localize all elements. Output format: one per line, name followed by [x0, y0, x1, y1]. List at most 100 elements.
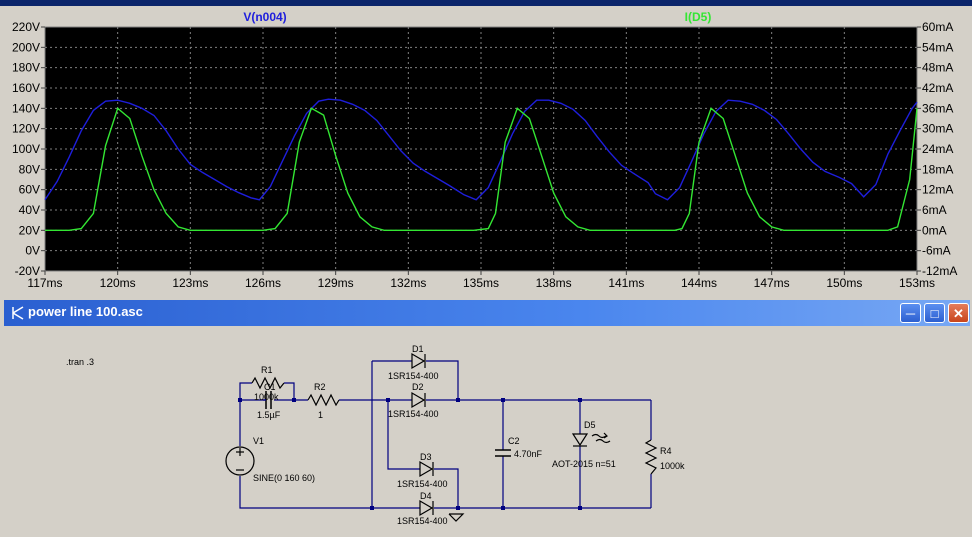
- r1-resistor[interactable]: [251, 376, 285, 390]
- close-button[interactable]: ✕: [948, 303, 969, 323]
- y2-tick-label: 36mA: [922, 101, 953, 115]
- y-tick-label: 180V: [12, 61, 40, 75]
- minimize-icon: ─: [905, 306, 916, 321]
- y2-tick-label: 6mA: [922, 203, 947, 217]
- y2-tick-label: 12mA: [922, 183, 953, 197]
- junctions: [238, 398, 582, 510]
- y-tick-label: -20V: [15, 264, 40, 278]
- wire-v1-bottom[interactable]: [239, 476, 372, 509]
- y2-tick-label: 24mA: [922, 142, 953, 156]
- r4-value[interactable]: 1000k: [660, 461, 685, 471]
- v1-value[interactable]: SINE(0 160 60): [253, 473, 315, 483]
- right-trace-label[interactable]: I(D5): [685, 10, 712, 24]
- trace-v-n004[interactable]: [44, 98, 918, 201]
- y2-tick-label: -6mA: [922, 244, 951, 258]
- wires[interactable]: [239, 360, 652, 509]
- x-tick-label: 144ms: [681, 276, 717, 290]
- y2-tick-label: -12mA: [922, 264, 957, 278]
- schematic-window[interactable]: power line 100.asc ─ □ ✕ .tran .3: [0, 298, 972, 537]
- r4-resistor[interactable]: [644, 439, 658, 475]
- wire-d1-right[interactable]: [426, 360, 459, 400]
- y2-tick-label: 18mA: [922, 162, 953, 176]
- schematic-window-title: power line 100.asc: [28, 304, 143, 319]
- y2-tick-label: 60mA: [922, 20, 953, 34]
- c2-capacitor[interactable]: [495, 449, 511, 457]
- d3-model[interactable]: 1SR154-400: [397, 479, 448, 489]
- d5-led[interactable]: [571, 432, 611, 447]
- y-tick-label: 0V: [25, 244, 40, 258]
- y-tick-label: 220V: [12, 20, 40, 34]
- r2-resistor[interactable]: [307, 393, 340, 407]
- wire-r1-left[interactable]: [239, 382, 252, 400]
- c1-name[interactable]: C1: [264, 382, 276, 392]
- y2-tick-label: 48mA: [922, 61, 953, 75]
- d3-name[interactable]: D3: [420, 452, 432, 462]
- c2-value[interactable]: 4.70nF: [514, 449, 543, 459]
- d4-diode[interactable]: [419, 499, 434, 517]
- y2-tick-label: 42mA: [922, 81, 953, 95]
- wire-d3-right[interactable]: [434, 468, 459, 508]
- v1-source[interactable]: [225, 446, 255, 476]
- left-trace-label[interactable]: V(n004): [243, 10, 286, 24]
- y-tick-label: 160V: [12, 81, 40, 95]
- x-tick-label: 120ms: [100, 276, 136, 290]
- x-tick-label: 117ms: [27, 276, 62, 290]
- x-tick-label: 132ms: [390, 276, 426, 290]
- ground-icon[interactable]: [448, 513, 465, 522]
- x-tick-label: 153ms: [899, 276, 935, 290]
- d5-model[interactable]: AOT-2015 n=51: [552, 459, 616, 469]
- r2-value[interactable]: 1: [318, 410, 323, 420]
- close-icon: ✕: [953, 306, 964, 321]
- schematic-background[interactable]: [8, 328, 970, 537]
- trace-i-d5[interactable]: [45, 107, 918, 232]
- waveform-window[interactable]: 220V 60mA 200V 54mA 180V 48mA 160V 42mA 140V 36mA…: [0, 0, 972, 296]
- d2-model[interactable]: 1SR154-400: [388, 409, 439, 419]
- wire-d3-left[interactable]: [387, 400, 420, 470]
- maximize-button[interactable]: □: [924, 303, 945, 323]
- d1-diode[interactable]: [411, 352, 426, 370]
- v1-name[interactable]: V1: [253, 436, 264, 446]
- schematic-titlebar[interactable]: power line 100.asc ─ □ ✕: [4, 300, 970, 326]
- r1-name[interactable]: R1: [261, 365, 273, 375]
- x-tick-label: 141ms: [608, 276, 644, 290]
- y-tick-label: 200V: [12, 40, 40, 54]
- x-tick-label: 129ms: [318, 276, 354, 290]
- x-tick-label: 147ms: [754, 276, 790, 290]
- d1-model[interactable]: 1SR154-400: [388, 371, 439, 381]
- d4-name[interactable]: D4: [420, 491, 432, 501]
- y2-tick-label: 30mA: [922, 122, 953, 136]
- y-tick-label: 120V: [12, 122, 40, 136]
- d1-name[interactable]: D1: [412, 344, 424, 354]
- y-tick-label: 100V: [12, 142, 40, 156]
- y2-tick-label: 0mA: [922, 223, 947, 237]
- maximize-icon: □: [930, 306, 939, 321]
- d2-name[interactable]: D2: [412, 382, 424, 392]
- waveform-plot[interactable]: 220V 60mA 200V 54mA 180V 48mA 160V 42mA 140V 36mA…: [0, 6, 972, 296]
- x-tick-label: 135ms: [463, 276, 499, 290]
- d3-diode[interactable]: [419, 460, 434, 478]
- r2-name[interactable]: R2: [314, 382, 326, 392]
- d2-diode[interactable]: [411, 391, 426, 409]
- x-tick-label: 126ms: [245, 276, 281, 290]
- y-tick-label: 80V: [19, 162, 40, 176]
- x-tick-label: 123ms: [172, 276, 208, 290]
- d5-name[interactable]: D5: [584, 420, 596, 430]
- x-tick-label: 150ms: [826, 276, 862, 290]
- c1-capacitor[interactable]: [263, 391, 272, 409]
- c1-value[interactable]: 1.5µF: [257, 410, 281, 420]
- y-tick-label: 40V: [19, 203, 40, 217]
- wire-r1-right[interactable]: [284, 382, 295, 400]
- y-tick-label: 140V: [12, 101, 40, 115]
- c2-name[interactable]: C2: [508, 436, 520, 446]
- schematic-app-icon: [12, 306, 24, 320]
- waveform-window-titlebar[interactable]: [0, 0, 972, 6]
- y-tick-label: 60V: [19, 183, 40, 197]
- schematic-canvas[interactable]: .tran .3: [8, 328, 970, 537]
- r4-name[interactable]: R4: [660, 446, 672, 456]
- d4-model[interactable]: 1SR154-400: [397, 516, 448, 526]
- y2-tick-label: 54mA: [922, 40, 953, 54]
- minimize-button[interactable]: ─: [900, 303, 921, 323]
- tran-directive[interactable]: .tran .3: [66, 357, 94, 367]
- y-tick-label: 20V: [19, 223, 40, 237]
- x-tick-label: 138ms: [536, 276, 572, 290]
